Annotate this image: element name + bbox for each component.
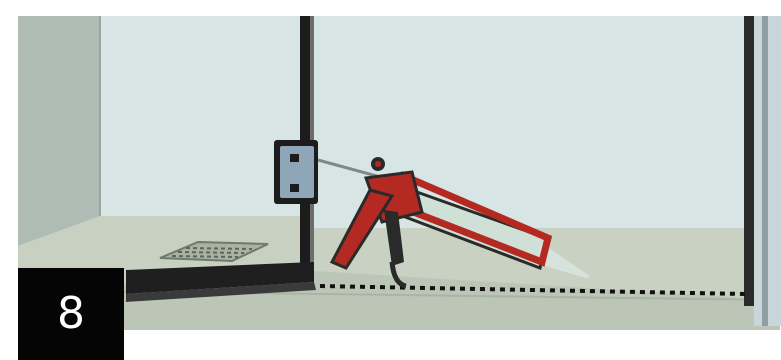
- right-frame-post: [744, 16, 754, 306]
- step-number-badge: 8: [18, 268, 124, 360]
- left-wall: [18, 16, 100, 246]
- door-hinge: [274, 140, 318, 204]
- step-number: 8: [57, 292, 85, 336]
